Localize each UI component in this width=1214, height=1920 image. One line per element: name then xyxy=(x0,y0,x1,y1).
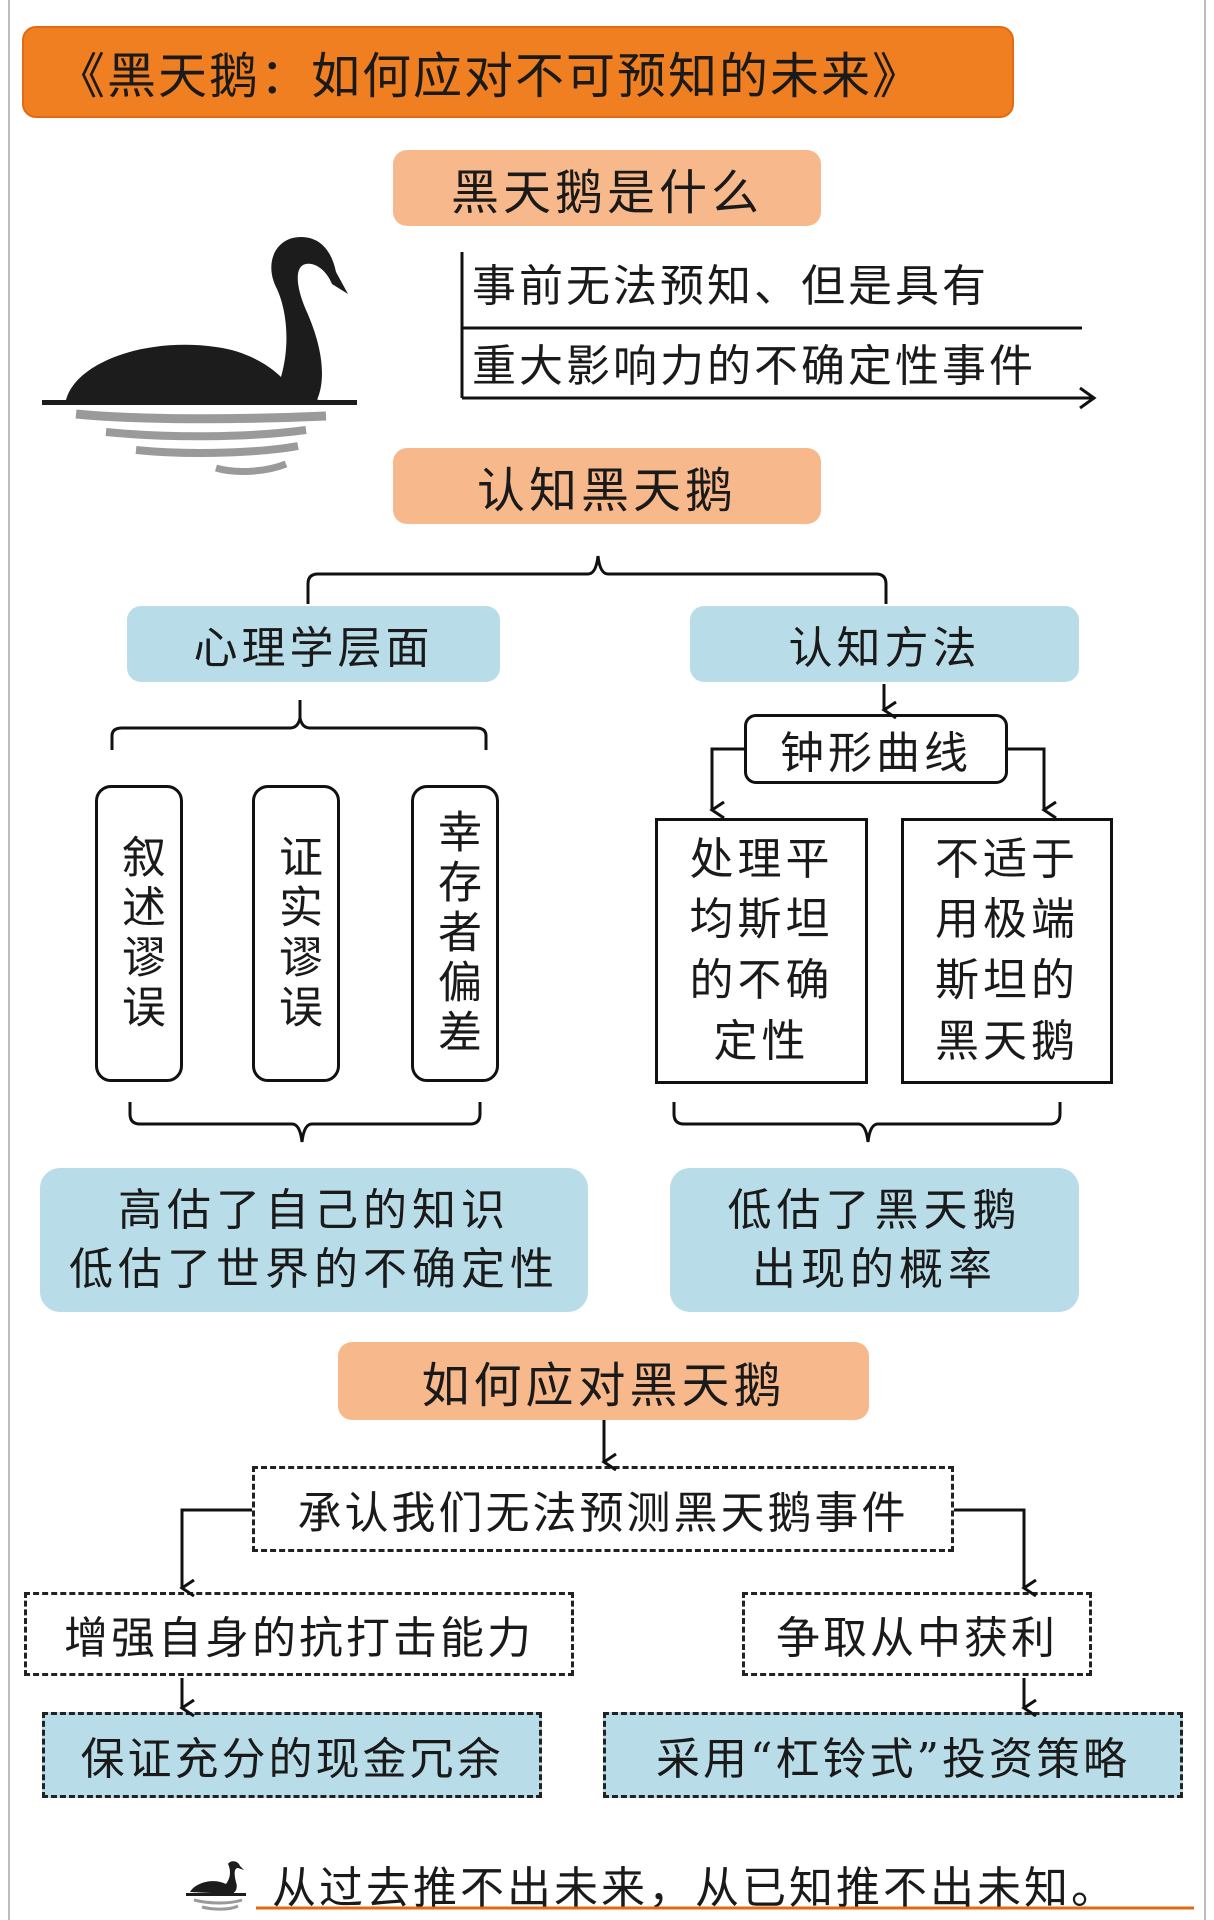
barbell-strategy-box: 采用“杠铃式”投资策略 xyxy=(603,1712,1183,1798)
page-title: 《黑天鹅：如何应对不可预知的未来》 xyxy=(22,26,1014,118)
bell-curve-box: 钟形曲线 xyxy=(744,714,1008,784)
method-heading: 认知方法 xyxy=(690,606,1079,682)
definition-line-1: 事前无法预知、但是具有 xyxy=(472,261,989,312)
resilience-box: 增强自身的抗打击能力 xyxy=(24,1592,574,1676)
definition-line-2: 重大影响力的不确定性事件 xyxy=(472,341,1036,392)
understanding-heading: 认知黑天鹅 xyxy=(393,448,821,524)
mediocristan-box: 处理平 均斯坦 的不确 定性 xyxy=(655,818,868,1084)
small-swan-icon xyxy=(182,1858,254,1914)
profit-box: 争取从中获利 xyxy=(742,1592,1092,1676)
footer-quote: 从过去推不出未来，从已知推不出未知。 xyxy=(272,1863,1118,1914)
psychology-result: 高估了自己的知识 低估了世界的不确定性 xyxy=(40,1168,588,1312)
response-heading: 如何应对黑天鹅 xyxy=(338,1342,869,1420)
what-is-heading: 黑天鹅是什么 xyxy=(393,150,821,226)
psychology-heading: 心理学层面 xyxy=(127,606,500,682)
survivorship-bias-box: 幸存者偏差 xyxy=(411,785,499,1082)
page-border xyxy=(8,0,1206,1920)
extremistan-box: 不适于 用极端 斯坦的 黑天鹅 xyxy=(901,818,1113,1084)
narrative-fallacy-box: 叙述谬误 xyxy=(95,785,183,1082)
black-swan-icon xyxy=(36,232,366,492)
cash-reserve-box: 保证充分的现金冗余 xyxy=(42,1712,542,1798)
method-result: 低估了黑天鹅 出现的概率 xyxy=(670,1168,1079,1312)
confirmation-bias-box: 证实谬误 xyxy=(252,785,340,1082)
